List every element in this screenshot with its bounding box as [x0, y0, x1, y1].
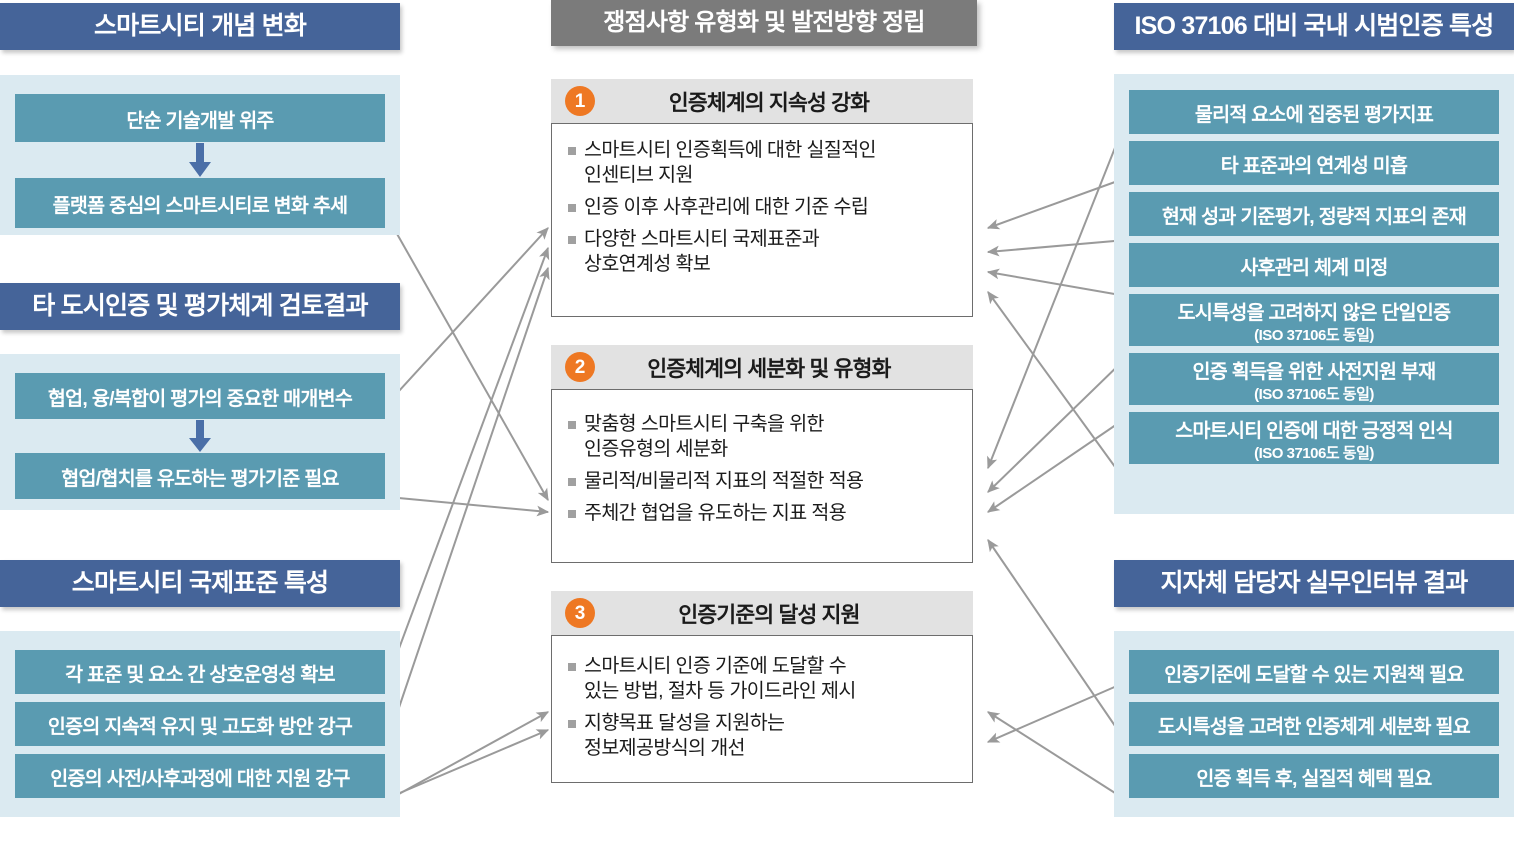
left-box-2-0[interactable]: 각 표준 및 요소 간 상호운영성 확보 [15, 650, 385, 694]
square-bullet-icon [568, 509, 576, 518]
square-bullet-icon [568, 147, 576, 155]
right-box-1-0[interactable]: 인증기준에 도달할 수 있는 지원책 필요 [1129, 650, 1499, 694]
left-box-1-0-label: 협업, 융/복합이 평가의 중요한 매개변수 [47, 387, 353, 410]
square-bullet-icon [568, 235, 576, 244]
left-box-0-0-label: 단순 기술개발 위주 [126, 109, 274, 132]
left-box-2-1-label: 인증의 지속적 유지 및 고도화 방안 강구 [47, 715, 353, 738]
center-bullet-1-1-text: 물리적/비물리적 지표의 적절한 적용 [584, 469, 864, 492]
right-box-0-0-label: 물리적 요소에 집중된 평가지표 [1194, 103, 1434, 126]
right-section-0-panel: 물리적 요소에 집중된 평가지표 타 표준과의 연계성 미흡 현재 성과 기준평… [1114, 74, 1514, 514]
center-bullet-0-0-text: 스마트시티 인증획득에 대한 실질적인 인센티브 지원 [584, 139, 877, 186]
center-column: 쟁점사항 유형화 및 발전방향 정립 1 인증체계의 지속성 강화 스마트시티 … [551, 0, 977, 783]
center-group-1-title: 인증체계의 세분화 및 유형화 [647, 356, 891, 381]
right-box-0-6[interactable]: 스마트시티 인증에 대한 긍정적 인식 (ISO 37106도 동일) [1129, 412, 1499, 464]
center-group-1: 2 인증체계의 세분화 및 유형화 맞춤형 스마트시티 구축을 위한 인증유형의… [551, 345, 977, 563]
left-box-1-1[interactable]: 협업/협치를 유도하는 평가기준 필요 [15, 453, 385, 499]
section-header-intl-standard: 스마트시티 국제표준 특성 [0, 560, 400, 607]
center-bullet-1-2: 주체간 협업을 유도하는 지표 적용 [568, 501, 962, 526]
center-bullet-1-2-text: 주체간 협업을 유도하는 지표 적용 [584, 501, 847, 524]
center-bullet-0-1: 인증 이후 사후관리에 대한 기준 수립 [568, 195, 962, 220]
center-group-2-title: 인증기준의 달성 지원 [678, 602, 860, 627]
center-bullet-2-0-text: 스마트시티 인증 기준에 도달할 수 있는 방법, 절차 등 가이드라인 제시 [584, 655, 856, 702]
section-header-iso37106: ISO 37106 대비 국내 시범인증 특성 [1114, 3, 1514, 50]
right-box-0-2-label: 현재 성과 기준평가, 정량적 지표의 존재 [1161, 205, 1467, 228]
section-header-interview: 지자체 담당자 실무인터뷰 결과 [1114, 560, 1514, 607]
right-box-0-0[interactable]: 물리적 요소에 집중된 평가지표 [1129, 90, 1499, 134]
left-box-1-1-label: 협업/협치를 유도하는 평가기준 필요 [61, 467, 339, 490]
section-header-smartcity-concept: 스마트시티 개념 변화 [0, 3, 400, 50]
center-bullet-0-1-text: 인증 이후 사후관리에 대한 기준 수립 [584, 195, 869, 218]
left-box-0-0[interactable]: 단순 기술개발 위주 [15, 94, 385, 142]
right-box-1-2[interactable]: 인증 획득 후, 실질적 혜택 필요 [1129, 754, 1499, 798]
center-group-0-title-bar: 1 인증체계의 지속성 강화 [551, 79, 973, 123]
right-box-1-0-label: 인증기준에 도달할 수 있는 지원책 필요 [1164, 663, 1464, 686]
right-section-0: ISO 37106 대비 국내 시범인증 특성 물리적 요소에 집중된 평가지표… [1114, 3, 1514, 514]
right-box-0-1[interactable]: 타 표준과의 연계성 미흡 [1129, 141, 1499, 185]
left-box-0-1[interactable]: 플랫폼 중심의 스마트시티로 변화 추세 [15, 178, 385, 228]
right-section-1: 지자체 담당자 실무인터뷰 결과 인증기준에 도달할 수 있는 지원책 필요 도… [1114, 560, 1514, 817]
left-box-0-1-label: 플랫폼 중심의 스마트시티로 변화 추세 [52, 194, 348, 217]
right-box-0-4[interactable]: 도시특성을 고려하지 않은 단일인증 (ISO 37106도 동일) [1129, 294, 1499, 346]
left-section-2-panel: 각 표준 및 요소 간 상호운영성 확보 인증의 지속적 유지 및 고도화 방안… [0, 631, 400, 817]
right-box-0-5-label: 인증 획득을 위한 사전지원 부재 [1192, 360, 1437, 383]
right-box-0-4-label: 도시특성을 고려하지 않은 단일인증 [1177, 301, 1451, 324]
badge-number-1: 1 [565, 86, 595, 116]
center-group-2-title-bar: 3 인증기준의 달성 지원 [551, 591, 973, 635]
left-section-2: 스마트시티 국제표준 특성 각 표준 및 요소 간 상호운영성 확보 인증의 지… [0, 560, 400, 817]
down-arrow-icon-1 [15, 419, 385, 453]
right-box-1-1[interactable]: 도시특성을 고려한 인증체계 세분화 필요 [1129, 702, 1499, 746]
square-bullet-icon [568, 663, 576, 671]
center-bullet-1-0-text: 맞춤형 스마트시티 구축을 위한 인증유형의 세분화 [584, 413, 824, 460]
center-group-2: 3 인증기준의 달성 지원 스마트시티 인증 기준에 도달할 수 있는 방법, … [551, 591, 977, 783]
center-group-0-body: 스마트시티 인증획득에 대한 실질적인 인센티브 지원 인증 이후 사후관리에 … [551, 123, 973, 317]
badge-number-3: 3 [565, 598, 595, 628]
left-box-2-2-label: 인증의 사전/사후과정에 대한 지원 강구 [50, 767, 350, 790]
left-box-2-0-label: 각 표준 및 요소 간 상호운영성 확보 [65, 663, 335, 686]
center-group-1-body: 맞춤형 스마트시티 구축을 위한 인증유형의 세분화 물리적/비물리적 지표의 … [551, 389, 973, 563]
section-header-other-city-cert: 타 도시인증 및 평가체계 검토결과 [0, 283, 400, 330]
right-box-0-3-label: 사후관리 체계 미정 [1240, 256, 1388, 279]
right-box-0-6-sublabel: (ISO 37106도 동일) [1254, 444, 1374, 462]
square-bullet-icon [568, 719, 576, 728]
left-box-2-2[interactable]: 인증의 사전/사후과정에 대한 지원 강구 [15, 754, 385, 798]
center-bullet-2-1: 지향목표 달성을 지원하는 정보제공방식의 개선 [568, 711, 962, 761]
square-bullet-icon [568, 477, 576, 486]
square-bullet-icon [568, 203, 576, 212]
left-box-2-1[interactable]: 인증의 지속적 유지 및 고도화 방안 강구 [15, 702, 385, 746]
right-box-1-1-label: 도시특성을 고려한 인증체계 세분화 필요 [1158, 715, 1471, 738]
center-group-1-title-bar: 2 인증체계의 세분화 및 유형화 [551, 345, 973, 389]
left-section-0-panel: 단순 기술개발 위주 플랫폼 중심의 스마트시티로 변화 추세 [0, 75, 400, 235]
center-group-0-title: 인증체계의 지속성 강화 [668, 90, 870, 115]
square-bullet-icon [568, 421, 576, 429]
right-box-0-5[interactable]: 인증 획득을 위한 사전지원 부재 (ISO 37106도 동일) [1129, 353, 1499, 405]
center-bullet-0-2-text: 다양한 스마트시티 국제표준과 상호연계성 확보 [584, 227, 820, 275]
left-section-0: 스마트시티 개념 변화 단순 기술개발 위주 플랫폼 중심의 스마트시티로 변화… [0, 3, 400, 235]
center-bullet-2-0: 스마트시티 인증 기준에 도달할 수 있는 방법, 절차 등 가이드라인 제시 [568, 654, 962, 704]
right-box-0-3[interactable]: 사후관리 체계 미정 [1129, 243, 1499, 287]
right-box-0-2[interactable]: 현재 성과 기준평가, 정량적 지표의 존재 [1129, 192, 1499, 236]
center-group-2-body: 스마트시티 인증 기준에 도달할 수 있는 방법, 절차 등 가이드라인 제시 … [551, 635, 973, 783]
right-box-1-2-label: 인증 획득 후, 실질적 혜택 필요 [1196, 767, 1432, 790]
right-box-0-6-label: 스마트시티 인증에 대한 긍정적 인식 [1175, 419, 1453, 442]
down-arrow-icon-0 [15, 142, 385, 178]
left-section-1-panel: 협업, 융/복합이 평가의 중요한 매개변수 협업/협치를 유도하는 평가기준 … [0, 354, 400, 510]
left-section-1: 타 도시인증 및 평가체계 검토결과 협업, 융/복합이 평가의 중요한 매개변… [0, 283, 400, 510]
right-box-0-4-sublabel: (ISO 37106도 동일) [1254, 326, 1374, 344]
right-box-0-1-label: 타 표준과의 연계성 미흡 [1220, 154, 1408, 177]
center-bullet-2-1-text: 지향목표 달성을 지원하는 정보제공방식의 개선 [584, 711, 785, 759]
center-bullet-0-2: 다양한 스마트시티 국제표준과 상호연계성 확보 [568, 227, 962, 277]
left-box-1-0[interactable]: 협업, 융/복합이 평가의 중요한 매개변수 [15, 373, 385, 419]
right-box-0-5-sublabel: (ISO 37106도 동일) [1254, 385, 1374, 403]
center-bullet-0-0: 스마트시티 인증획득에 대한 실질적인 인센티브 지원 [568, 138, 962, 188]
center-group-0: 1 인증체계의 지속성 강화 스마트시티 인증획득에 대한 실질적인 인센티브 … [551, 79, 977, 317]
right-section-1-panel: 인증기준에 도달할 수 있는 지원책 필요 도시특성을 고려한 인증체계 세분화… [1114, 631, 1514, 817]
badge-number-2: 2 [565, 352, 595, 382]
center-bullet-1-0: 맞춤형 스마트시티 구축을 위한 인증유형의 세분화 [568, 412, 962, 462]
center-bullet-1-1: 물리적/비물리적 지표의 적절한 적용 [568, 469, 962, 494]
center-main-header: 쟁점사항 유형화 및 발전방향 정립 [551, 0, 977, 46]
